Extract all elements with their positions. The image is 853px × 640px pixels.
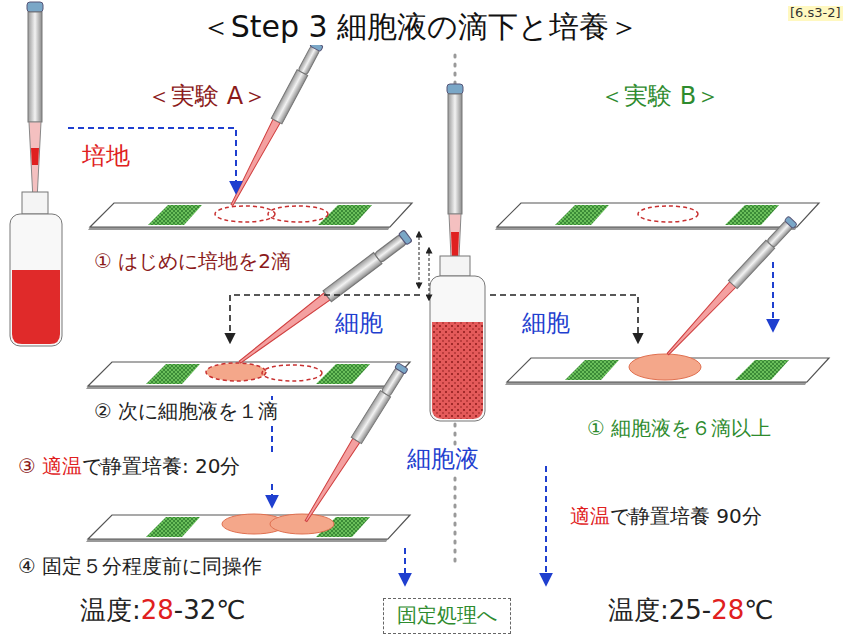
temperature-note: 温度:28-32℃ xyxy=(78,596,248,626)
material-label: 細胞 xyxy=(333,310,385,338)
step-note: ② 次に細胞液を１滴 xyxy=(92,400,280,423)
step-note: 適温で静置培養 90分 xyxy=(568,505,764,528)
label-text: 細胞 xyxy=(522,309,570,337)
material-label: 培地 xyxy=(80,143,132,171)
label-text: ＜実験 A＞ xyxy=(147,82,267,110)
label-text: ② 次に細胞液を１滴 xyxy=(94,399,278,423)
group-heading: ＜実験 B＞ xyxy=(598,83,722,111)
title: ＜Step 3 細胞液の滴下と培養＞ xyxy=(199,10,641,45)
label-text: [6.s3-2] xyxy=(790,5,841,20)
label-text: 適温 xyxy=(42,454,82,478)
label-text: 細胞液 xyxy=(407,445,479,473)
material-label: 細胞液 xyxy=(405,446,481,474)
label-text: ＜実験 B＞ xyxy=(600,82,720,110)
step-note: ④ 固定５分程度前に同操作 xyxy=(16,555,264,578)
label-text: 28 xyxy=(141,595,174,625)
label-text: で静置培養: 20分 xyxy=(82,454,241,478)
material-label: 細胞 xyxy=(520,310,572,338)
step-note: ③適温で静置培養: 20分 xyxy=(16,455,242,478)
label-text: ① はじめに培地を2滴 xyxy=(94,249,291,273)
step-note: ① はじめに培地を2滴 xyxy=(92,250,293,273)
label-text: ④ 固定５分程度前に同操作 xyxy=(18,554,262,578)
label-text: 温度: xyxy=(80,595,141,625)
label-text: 温度:25- xyxy=(608,595,711,625)
label-text: 細胞 xyxy=(335,309,383,337)
temperature-note: 温度:25-28℃ xyxy=(606,596,776,626)
label-text: 28 xyxy=(711,595,744,625)
box-text: 固定処理へ xyxy=(397,603,497,627)
step-note: ① 細胞液を６滴以上 xyxy=(585,417,773,440)
label-text: で静置培養 90分 xyxy=(610,504,762,528)
label-text: ① 細胞液を６滴以上 xyxy=(587,416,771,440)
process-box: 固定処理へ xyxy=(383,598,511,634)
label-text: -32℃ xyxy=(174,595,246,625)
group-heading: ＜実験 A＞ xyxy=(145,83,269,111)
label-text: 適温 xyxy=(570,504,610,528)
label-text: 培地 xyxy=(82,142,130,170)
slide-id: [6.s3-2] xyxy=(788,6,843,21)
label-text: ③ xyxy=(18,454,36,478)
label-text: ℃ xyxy=(744,595,773,625)
